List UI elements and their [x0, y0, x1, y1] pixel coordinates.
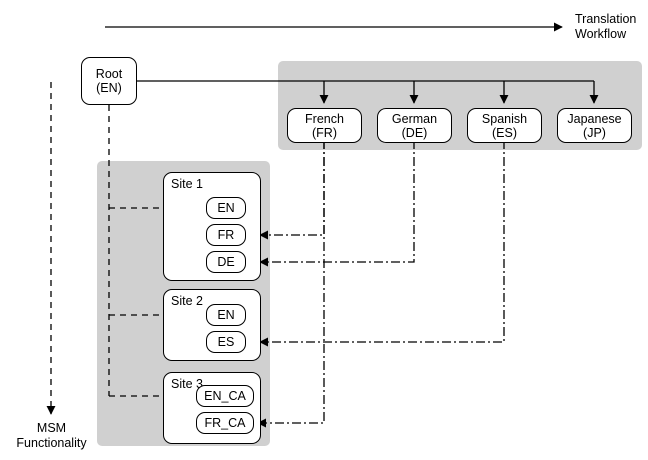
- language-node-spanish-code: (ES): [492, 125, 517, 140]
- msm-functionality-label-line2: Functionality: [16, 436, 87, 450]
- language-node-spanish[interactable]: Spanish (ES): [467, 108, 542, 143]
- site-label-site-1: Site 1: [171, 177, 203, 191]
- locale-chip-site1-en[interactable]: EN: [206, 197, 246, 219]
- language-node-spanish-name: Spanish: [481, 111, 528, 126]
- locale-chip-site3-en-ca[interactable]: EN_CA: [196, 385, 254, 407]
- language-node-japanese-code: (JP): [583, 125, 606, 140]
- translation-workflow-label-line2: Workflow: [575, 27, 627, 41]
- root-node[interactable]: Root (EN): [81, 57, 137, 105]
- german-to-site1-de-connector: [259, 140, 415, 267]
- language-node-japanese-name: Japanese: [567, 111, 622, 126]
- language-node-german-name: German: [391, 111, 438, 126]
- language-node-japanese[interactable]: Japanese (JP): [557, 108, 632, 143]
- language-node-german[interactable]: German (DE): [377, 108, 452, 143]
- translation-workflow-label-line1: Translation: [575, 12, 637, 26]
- language-node-french-code: (FR): [312, 125, 337, 140]
- spanish-to-site2-es-connector: [259, 140, 505, 347]
- root-node-line1: Root: [95, 67, 123, 81]
- locale-chip-site3-fr-ca[interactable]: FR_CA: [196, 412, 254, 434]
- msm-functionality-label-line1: MSM: [36, 421, 67, 435]
- root-node-line2: (EN): [96, 81, 122, 95]
- site-label-site-3: Site 3: [171, 377, 203, 391]
- language-node-french[interactable]: French (FR): [287, 108, 362, 143]
- locale-chip-site1-de[interactable]: DE: [206, 251, 246, 273]
- translation-workflow-label: Translation Workflow: [575, 12, 636, 42]
- language-node-french-name: French: [305, 111, 344, 126]
- locale-chip-site2-es[interactable]: ES: [206, 331, 246, 353]
- french-to-site3-fr-ca-connector: [257, 140, 325, 428]
- french-to-site1-fr-connector: [259, 140, 325, 240]
- language-node-german-code: (DE): [401, 125, 428, 140]
- locale-chip-site2-en[interactable]: EN: [206, 304, 246, 326]
- site-label-site-2: Site 2: [171, 294, 203, 308]
- locale-chip-site1-fr[interactable]: FR: [206, 224, 246, 246]
- msm-functionality-label: MSM Functionality: [0, 421, 103, 451]
